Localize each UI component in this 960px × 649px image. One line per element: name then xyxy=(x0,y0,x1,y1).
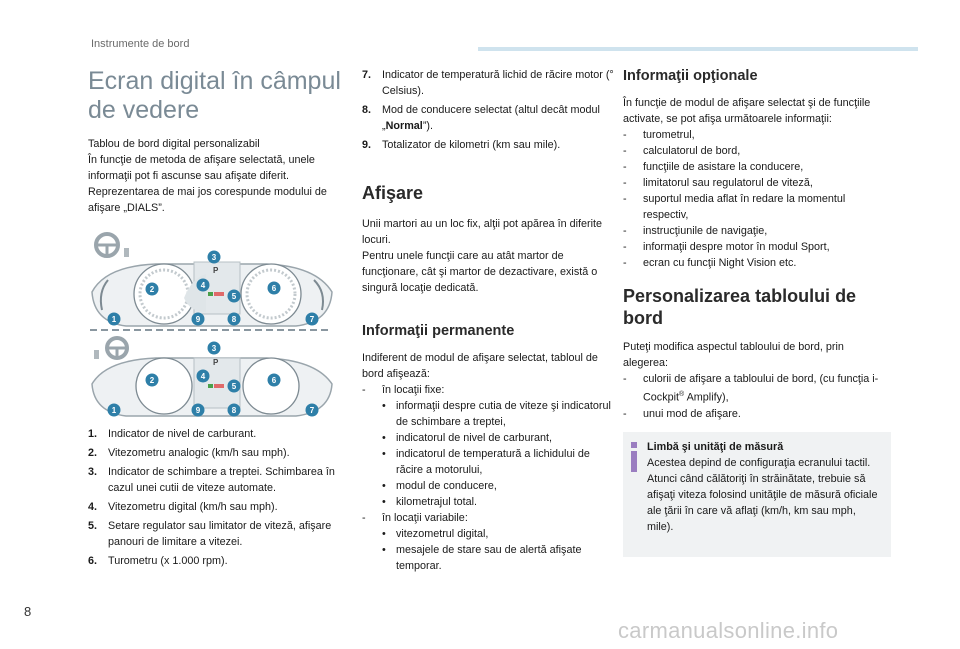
optional-intro: În funcţie de modul de afişare selectat … xyxy=(623,97,871,125)
instrument-cluster-diagram: P P 3 2 4 5 6 1 9 8 7 3 2 4 5 6 1 9 8 7 xyxy=(90,232,333,417)
svg-text:7: 7 xyxy=(310,315,315,324)
info-box-text-2: Atunci când călătoriţi în străinătate, t… xyxy=(647,473,878,533)
column-1: Ecran digital în câmpul de vedere Tablou… xyxy=(88,67,343,216)
info-box: Limbă şi unităţi de măsură Acestea depin… xyxy=(623,432,891,557)
list-item: -informaţii despre motor în modul Sport, xyxy=(623,241,830,253)
list-item: •vitezometrul digital, xyxy=(382,528,489,540)
info-box-text: Acestea depind de configuraţia ecranului… xyxy=(647,457,871,469)
callout-2: 2 xyxy=(145,282,159,296)
legend-item: 1.Indicator de nivel de carburant. xyxy=(88,428,257,440)
svg-text:6: 6 xyxy=(272,376,277,385)
callout-4: 4 xyxy=(196,278,210,292)
legend-item: 2.Vitezometru analogic (km/h sau mph). xyxy=(88,447,290,459)
page-number: 8 xyxy=(24,604,32,619)
svg-text:2: 2 xyxy=(150,285,155,294)
page-title: Ecran digital în câmpul de vedere xyxy=(88,67,341,124)
user-eye-icon xyxy=(124,248,129,257)
variable-locations-label: -în locaţii variabile: xyxy=(362,512,468,524)
list-item: •kilometrajul total. xyxy=(382,496,478,508)
svg-text:2: 2 xyxy=(150,376,155,385)
list-item: -funcţiile de asistare la conducere, xyxy=(623,161,804,173)
list-item: -unui mod de afişare. xyxy=(623,407,741,420)
permanent-intro: Indiferent de modul de afişare selectat,… xyxy=(362,352,598,380)
info-icon xyxy=(631,442,637,472)
svg-text:7: 7 xyxy=(310,406,315,415)
callout-1b: 1 xyxy=(107,403,121,417)
svg-text:3: 3 xyxy=(212,253,217,262)
legend-item: 6.Turometru (x 1.000 rpm). xyxy=(88,555,228,567)
legend-item: 5.Setare regulator sau limitator de vite… xyxy=(88,520,332,548)
callout-7: 7 xyxy=(305,312,319,326)
permanent-info-heading: Informaţii permanente xyxy=(362,323,515,339)
callout-4b: 4 xyxy=(196,369,210,383)
callout-5b: 5 xyxy=(227,379,241,393)
callout-2b: 2 xyxy=(145,373,159,387)
column-2: 7.Indicator de temperatură lichid de răc… xyxy=(362,67,617,574)
gear-indicator: P xyxy=(213,266,219,275)
intro-line-3: Reprezentarea de mai jos corespunde modu… xyxy=(88,186,327,214)
list-item: -instrucţiunile de navigaţie, xyxy=(623,225,768,237)
list-item: -suportul media aflat în redare la momen… xyxy=(623,193,846,221)
list-item: •informaţii despre cutia de viteze şi in… xyxy=(382,400,611,428)
list-item: -turometrul, xyxy=(623,129,695,141)
legend-list-1: 1.Indicator de nivel de carburant. 2.Vit… xyxy=(88,426,343,572)
afisare-p1: Unii martori au un loc fix, alţii pot ap… xyxy=(362,218,603,246)
svg-text:8: 8 xyxy=(232,406,237,415)
svg-text:5: 5 xyxy=(232,382,237,391)
column-3: Informaţii opţionale În funcţie de modul… xyxy=(623,67,891,422)
svg-text:9: 9 xyxy=(196,406,201,415)
callout-9b: 9 xyxy=(191,403,205,417)
gear-indicator-2: P xyxy=(213,358,219,367)
list-item: -calculatorul de bord, xyxy=(623,145,741,157)
fixed-locations-label: -în locaţii fixe: xyxy=(362,384,445,396)
info-box-title: Limbă şi unităţi de măsură xyxy=(647,441,784,453)
legend-item: 9.Totalizator de kilometri (km sau mile)… xyxy=(362,139,561,151)
callout-7b: 7 xyxy=(305,403,319,417)
callout-3: 3 xyxy=(207,250,221,264)
svg-text:4: 4 xyxy=(201,281,206,290)
cluster-top xyxy=(91,261,333,327)
cluster-bottom xyxy=(91,357,333,417)
callout-8b: 8 xyxy=(227,403,241,417)
legend-item: 3.Indicator de schimbare a treptei. Schi… xyxy=(88,466,335,494)
personalize-heading: Personalizarea tabloului de bord xyxy=(623,286,857,328)
list-item: •mesajele de stare sau de alertă afişate… xyxy=(382,544,582,572)
steering-wheel-icon xyxy=(94,232,120,258)
svg-text:5: 5 xyxy=(232,292,237,301)
afisare-p2: Pentru unele funcţii care au atât martor… xyxy=(362,250,598,294)
callout-6b: 6 xyxy=(267,373,281,387)
svg-text:3: 3 xyxy=(212,344,217,353)
svg-text:1: 1 xyxy=(112,406,117,415)
svg-text:9: 9 xyxy=(196,315,201,324)
list-item: •indicatorul de temperatură a lichidului… xyxy=(382,448,590,476)
watermark: carmanualsonline.info xyxy=(618,618,839,643)
callout-8: 8 xyxy=(227,312,241,326)
list-item: •modul de conducere, xyxy=(382,480,497,492)
callout-1: 1 xyxy=(107,312,121,326)
personalize-intro: Puteţi modifica aspectul tabloului de bo… xyxy=(623,341,844,369)
header-bar xyxy=(478,47,918,51)
intro-line-2: În funcţie de metoda de afişare selectat… xyxy=(88,154,315,182)
svg-text:8: 8 xyxy=(232,315,237,324)
user-eye-icon-2 xyxy=(94,350,99,359)
svg-text:1: 1 xyxy=(112,315,117,324)
svg-text:4: 4 xyxy=(201,372,206,381)
list-item: -ecran cu funcţii Night Vision etc. xyxy=(623,257,797,269)
legend-item: 7.Indicator de temperatură lichid de răc… xyxy=(362,69,614,97)
list-item: -culorii de afişare a tabloului de bord,… xyxy=(623,373,879,404)
afisare-heading: Afişare xyxy=(362,183,424,203)
callout-9: 9 xyxy=(191,312,205,326)
section-title: Instrumente de bord xyxy=(91,38,190,50)
intro-line-1: Tablou de bord digital personalizabil xyxy=(88,138,260,150)
steering-wheel-icon-2 xyxy=(105,336,129,360)
list-item: •indicatorul de nivel de carburant, xyxy=(382,432,553,444)
optional-info-heading: Informaţii opţionale xyxy=(623,68,758,84)
legend-item: 8.Mod de conducere selectat (altul decât… xyxy=(362,104,600,132)
callout-6: 6 xyxy=(267,281,281,295)
callout-5: 5 xyxy=(227,289,241,303)
callout-3b: 3 xyxy=(207,341,221,355)
list-item: -limitatorul sau regulatorul de viteză, xyxy=(623,177,813,189)
legend-item: 4.Vitezometru digital (km/h sau mph). xyxy=(88,501,278,513)
svg-text:6: 6 xyxy=(272,284,277,293)
